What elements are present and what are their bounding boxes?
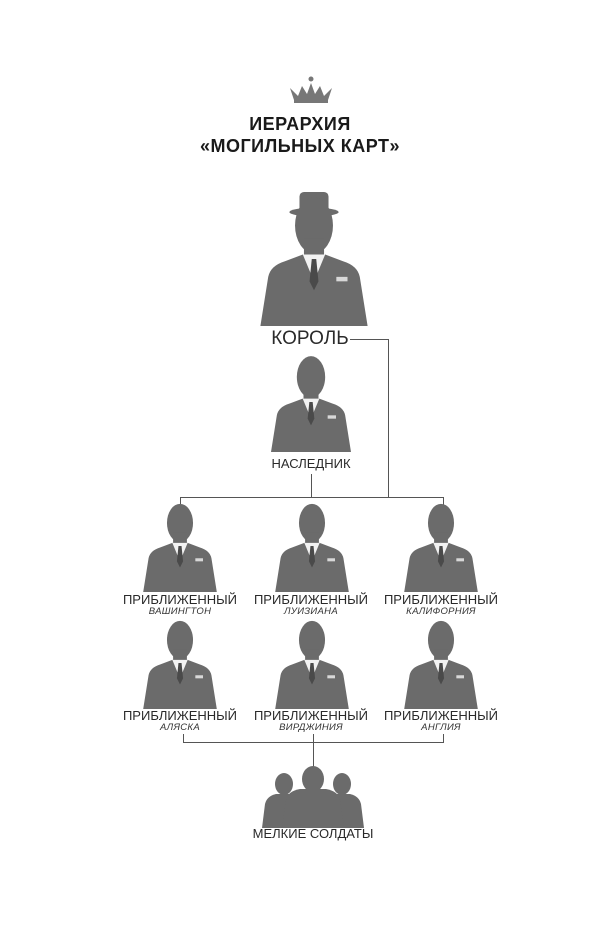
heir-label: НАСЛЕДНИК — [271, 456, 351, 471]
close-one-label: ПРИБЛИЖЕННЫЙ — [383, 592, 499, 607]
heir-silhouette — [271, 356, 351, 452]
close-one-territory: ВАШИНГТОН — [148, 606, 212, 617]
title-line2: «МОГИЛЬНЫХ КАРТ» — [199, 136, 401, 156]
close-one-territory: АНГЛИЯ — [421, 722, 461, 733]
king-silhouette — [260, 192, 368, 326]
connector — [443, 734, 444, 742]
title-line1: ИЕРАРХИЯ — [249, 114, 351, 134]
close-one-label: ПРИБЛИЖЕННЫЙ — [253, 708, 369, 723]
king-label: КОРОЛЬ — [271, 328, 349, 349]
connector — [180, 497, 181, 505]
close-one-territory: КАЛИФОРНИЯ — [406, 606, 476, 617]
connector — [350, 339, 388, 340]
close-one-territory: АЛЯСКА — [160, 722, 200, 733]
connector — [311, 474, 312, 497]
close-one-label: ПРИБЛИЖЕННЫЙ — [383, 708, 499, 723]
close-one-territory: ВИРДЖИНИЯ — [279, 722, 343, 733]
close-one-silhouette — [143, 620, 217, 709]
close-one-silhouette — [275, 503, 349, 592]
connector — [313, 734, 314, 770]
close-one-silhouette — [275, 620, 349, 709]
close-one-label: ПРИБЛИЖЕННЫЙ — [253, 592, 369, 607]
close-one-territory: ЛУИЗИАНА — [284, 606, 338, 617]
close-one-label: ПРИБЛИЖЕННЫЙ — [122, 708, 238, 723]
soldiers-silhouette — [262, 766, 364, 828]
soldiers-label: МЕЛКИЕ СОЛДАТЫ — [252, 826, 374, 841]
close-one-label: ПРИБЛИЖЕННЫЙ — [122, 592, 238, 607]
close-one-silhouette — [143, 503, 217, 592]
connector — [183, 734, 184, 742]
connector — [180, 497, 444, 498]
crown-icon — [290, 76, 332, 103]
close-one-silhouette — [404, 620, 478, 709]
close-one-silhouette — [404, 503, 478, 592]
connector — [388, 339, 389, 497]
connector — [443, 497, 444, 505]
